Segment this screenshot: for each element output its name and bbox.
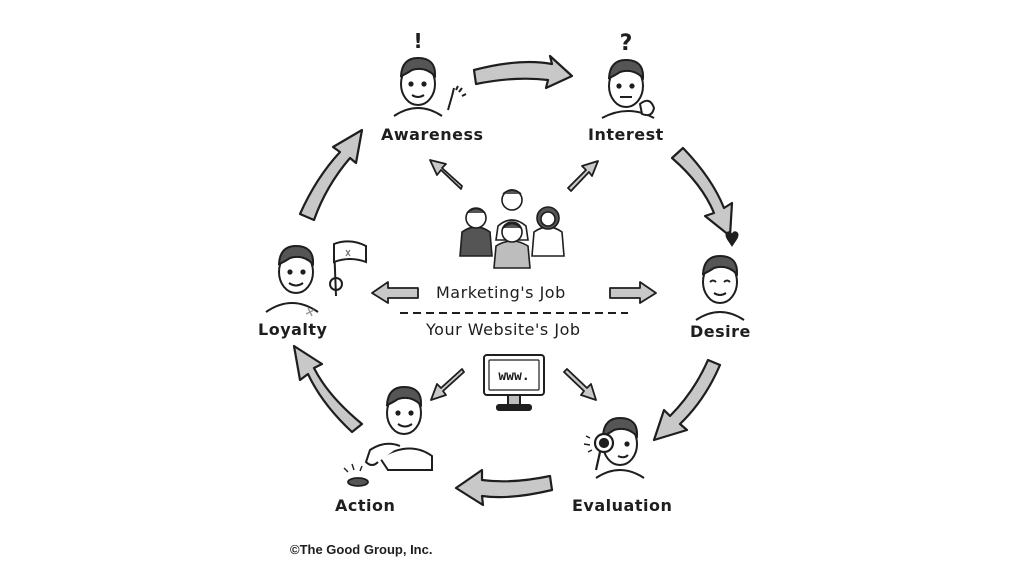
copyright-text: ©The Good Group, Inc. — [290, 542, 433, 557]
stage-label-evaluation: Evaluation — [572, 496, 673, 515]
loyalty-character — [265, 244, 343, 313]
cycle-arrow-evaluation-to-action — [454, 468, 554, 507]
cycle-arrow-loyalty-to-awareness — [298, 128, 364, 222]
monitor-url-text: www. — [498, 369, 529, 384]
website-monitor — [483, 354, 545, 411]
awareness-character — [393, 56, 467, 117]
star-icon — [305, 307, 315, 317]
cycle-arrow-awareness-to-interest — [472, 54, 574, 90]
center-arrow-interest — [567, 160, 599, 192]
cycle-arrow-action-to-loyalty — [292, 344, 364, 434]
stage-label-loyalty: Loyalty — [258, 320, 328, 339]
evaluation-character — [595, 416, 645, 479]
action-character — [364, 385, 433, 471]
magnifier-icon — [583, 432, 615, 471]
marketing-audience-group — [459, 189, 565, 269]
cycle-arrow-interest-to-desire — [670, 146, 734, 238]
center-arrow-loyalty — [371, 281, 419, 304]
stage-label-action: Action — [335, 496, 396, 515]
flag-icon — [333, 240, 367, 297]
awareness-mark: ! — [413, 29, 422, 53]
website-job-label: Your Website's Job — [426, 320, 581, 339]
center-arrow-action — [430, 368, 465, 401]
stage-label-interest: Interest — [588, 125, 664, 144]
center-arrow-awareness — [429, 159, 463, 190]
interest-character — [601, 58, 656, 119]
heart-icon — [725, 231, 739, 247]
interest-mark: ? — [620, 31, 633, 56]
stage-label-awareness: Awareness — [381, 125, 484, 144]
desire-character — [695, 254, 745, 321]
marketing-job-label: Marketing's Job — [436, 283, 566, 302]
center-arrow-desire — [609, 281, 657, 304]
center-arrow-evaluation — [563, 368, 597, 401]
push-button-icon — [343, 463, 369, 487]
cycle-arrow-desire-to-evaluation — [652, 358, 722, 442]
stage-label-desire: Desire — [690, 322, 751, 341]
